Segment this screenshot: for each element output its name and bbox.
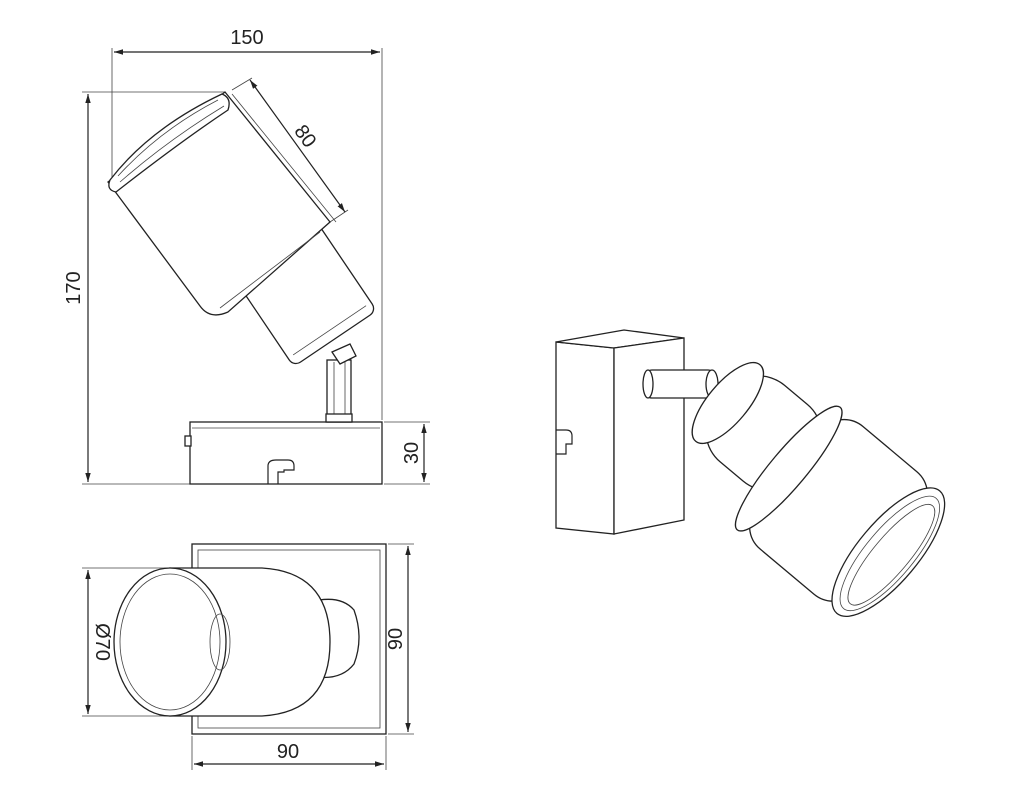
dimension-depth-90: 90	[385, 543, 414, 735]
iso-view	[555, 329, 946, 618]
iso-stem	[642, 369, 719, 399]
dim-90-vertical-label: 90	[385, 628, 407, 650]
dimension-width-90: 90	[191, 736, 387, 770]
side-view: 150 170 80 30	[63, 27, 430, 485]
dim-80-label: 80	[289, 121, 320, 152]
dimension-height-170: 170	[63, 91, 225, 485]
dim-170-label: 170	[63, 271, 85, 304]
dim-70-label: Ø70	[91, 623, 113, 661]
dim-150-label: 150	[230, 27, 263, 49]
top-view: Ø70 90 90	[82, 543, 414, 770]
side-base	[184, 421, 383, 485]
dim-30-label: 30	[401, 442, 423, 464]
side-stem	[325, 343, 357, 423]
dimension-diameter-70: Ø70	[82, 567, 170, 717]
side-head-cylinder	[107, 91, 337, 316]
iso-base-box	[555, 329, 685, 535]
dimension-base-30: 30	[384, 421, 430, 485]
dim-90-horizontal-label: 90	[277, 741, 299, 763]
top-head-cylinder	[113, 567, 331, 717]
iso-head-cylinder	[734, 405, 946, 618]
dimension-width-150: 150	[111, 27, 383, 420]
